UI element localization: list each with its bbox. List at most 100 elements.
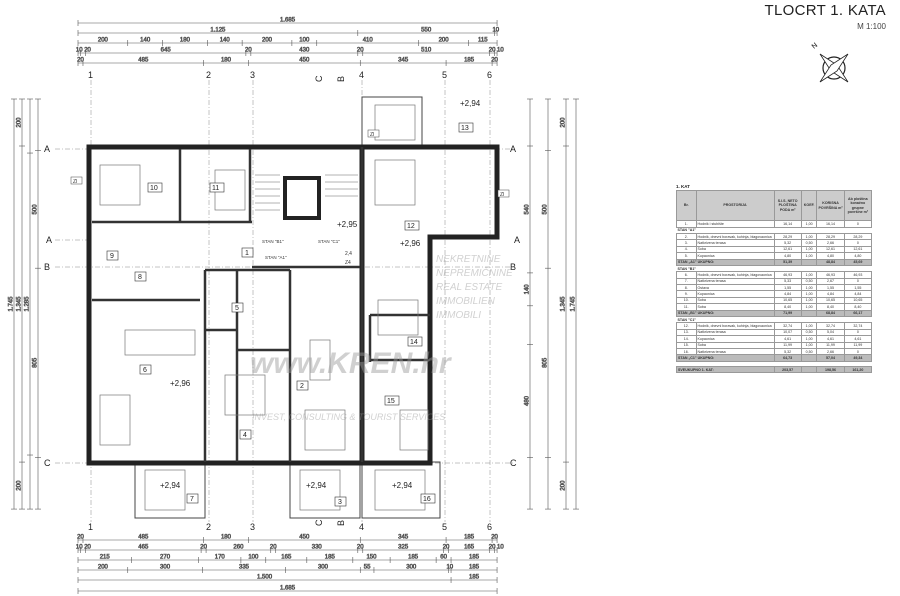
table-cell: 161,20 — [843, 365, 873, 374]
table-cell: 4,61 — [843, 335, 873, 343]
terrace-13 — [361, 96, 423, 148]
table-cell: 4,84 — [843, 290, 873, 298]
dimension-label: 805 — [543, 357, 549, 368]
watermark: NEKRETNINE NEPREMIČNINE REAL ESTATE IMMO… — [250, 254, 513, 422]
elevation-label: +2,96 — [170, 379, 191, 388]
section-label: C — [314, 519, 324, 526]
table-row: 12.Hodnik, dnevni boravak, kuhinja, blag… — [676, 322, 873, 330]
dimension-label: 1.285 — [25, 296, 31, 312]
drawing-title: TLOCRT 1. KATA — [764, 2, 886, 19]
table-cell — [800, 365, 818, 374]
height-marker: 2,4 — [345, 251, 352, 257]
dimension-label: 10 — [497, 48, 504, 54]
apartment-label-a1: STAN "A1" — [265, 255, 287, 260]
svg-text:NEPREMIČNINE: NEPREMIČNINE — [436, 266, 513, 279]
group-label: STAN "C1" — [676, 316, 872, 324]
dimension-label: 485 — [138, 58, 149, 64]
table-header: KORISNA POVRŠINA m² — [816, 189, 845, 222]
axis-label: 2 — [206, 522, 211, 532]
dimension-label: 20 — [357, 48, 364, 54]
room-tag-6: 6 — [139, 364, 152, 375]
dimension-label: 200 — [439, 38, 450, 44]
svg-text:IMMOBILIEN: IMMOBILIEN — [436, 296, 496, 307]
elevation-label: +2,94 — [392, 481, 413, 490]
elevation-label: +2,94 — [160, 481, 181, 490]
dimension-label: 215 — [100, 555, 111, 561]
axis-label: A — [510, 144, 516, 154]
dimension-label: 180 — [221, 58, 232, 64]
table-header: Ab ploština konačno grupne površine m² — [843, 189, 873, 222]
dimension-label: 185 — [469, 555, 480, 561]
axis-label: 2 — [206, 70, 211, 80]
dimension-label: 345 — [398, 58, 409, 64]
apartment-labels: STAN "A1" STAN "B1" STAN "C1" — [262, 239, 340, 260]
table-header: PROSTORIJA — [695, 189, 775, 222]
room-tag-14: 14 — [407, 336, 423, 347]
axis-label: 6 — [487, 70, 492, 80]
table-cell: 5,33 — [773, 277, 802, 286]
elevation-label: +2,94 — [306, 481, 327, 490]
svg-text:7: 7 — [190, 496, 194, 503]
svg-text:2: 2 — [300, 383, 304, 390]
dimension-label: 10 — [492, 28, 499, 34]
north-label: N — [811, 42, 819, 51]
walls — [86, 144, 500, 466]
terrace-7 — [134, 461, 206, 519]
zi-marker: ZI — [73, 179, 77, 185]
elevator-shaft — [283, 176, 321, 220]
table-cell: 8,40 — [773, 303, 802, 311]
dimension-label: 540 — [525, 204, 531, 215]
dimension-label: 20 — [84, 545, 91, 551]
table-cell: 8,40 — [843, 303, 873, 311]
room-tag-10: 10 — [147, 182, 163, 193]
room-tag-7: 7 — [186, 493, 199, 504]
table-cell: 0 — [843, 328, 873, 337]
table-cell: 32,74 — [843, 322, 873, 330]
dimension-label: 805 — [33, 357, 39, 368]
axis-label: B — [510, 262, 516, 272]
dimension-label: 20 — [200, 545, 207, 551]
dimension-label: 20 — [245, 48, 252, 54]
svg-text:5: 5 — [235, 305, 239, 312]
table-group-row: STAN "C1" — [676, 316, 872, 324]
table-cell: 5,32 — [773, 347, 802, 356]
dimension-label: 20 — [489, 545, 496, 551]
section-label: A — [46, 235, 52, 245]
svg-text:13: 13 — [461, 125, 469, 132]
table-cell: 4,80 — [843, 252, 873, 260]
dimension-label: 430 — [299, 48, 310, 54]
dimension-label: 60 — [440, 555, 447, 561]
dimension-label: 20 — [489, 48, 496, 54]
dimension-label: 330 — [312, 545, 323, 551]
table-cell: 0 — [843, 347, 873, 356]
dimension-label: 10 — [497, 545, 504, 551]
dimension-label: 140 — [220, 38, 231, 44]
dimension-label: 260 — [233, 545, 244, 551]
table-cell: 51,39 — [773, 258, 802, 266]
dimension-label: 1.345 — [561, 296, 567, 312]
dimension-label: 335 — [239, 565, 250, 571]
svg-text:NEKRETNINE: NEKRETNINE — [436, 254, 501, 265]
dimension-label: 185 — [408, 555, 419, 561]
table-cell: 11,99 — [773, 341, 802, 350]
dimension-label: 55 — [364, 565, 371, 571]
section-label: A — [514, 235, 520, 245]
elevation-label: +2,95 — [337, 220, 358, 229]
dimension-label: 140 — [140, 38, 151, 44]
table-cell: 203,57 — [773, 365, 802, 374]
room-tag-11: 11 — [209, 182, 225, 193]
dimension-label: 185 — [469, 575, 480, 581]
zi-marker: ZI — [370, 132, 374, 138]
table-cell: 11,99 — [843, 341, 873, 350]
table-cell: 0 — [843, 277, 873, 286]
room-tag-16: 16 — [420, 493, 436, 504]
table-cell: 32,74 — [773, 322, 802, 330]
svg-text:8: 8 — [138, 274, 142, 281]
axis-label: 3 — [250, 70, 255, 80]
